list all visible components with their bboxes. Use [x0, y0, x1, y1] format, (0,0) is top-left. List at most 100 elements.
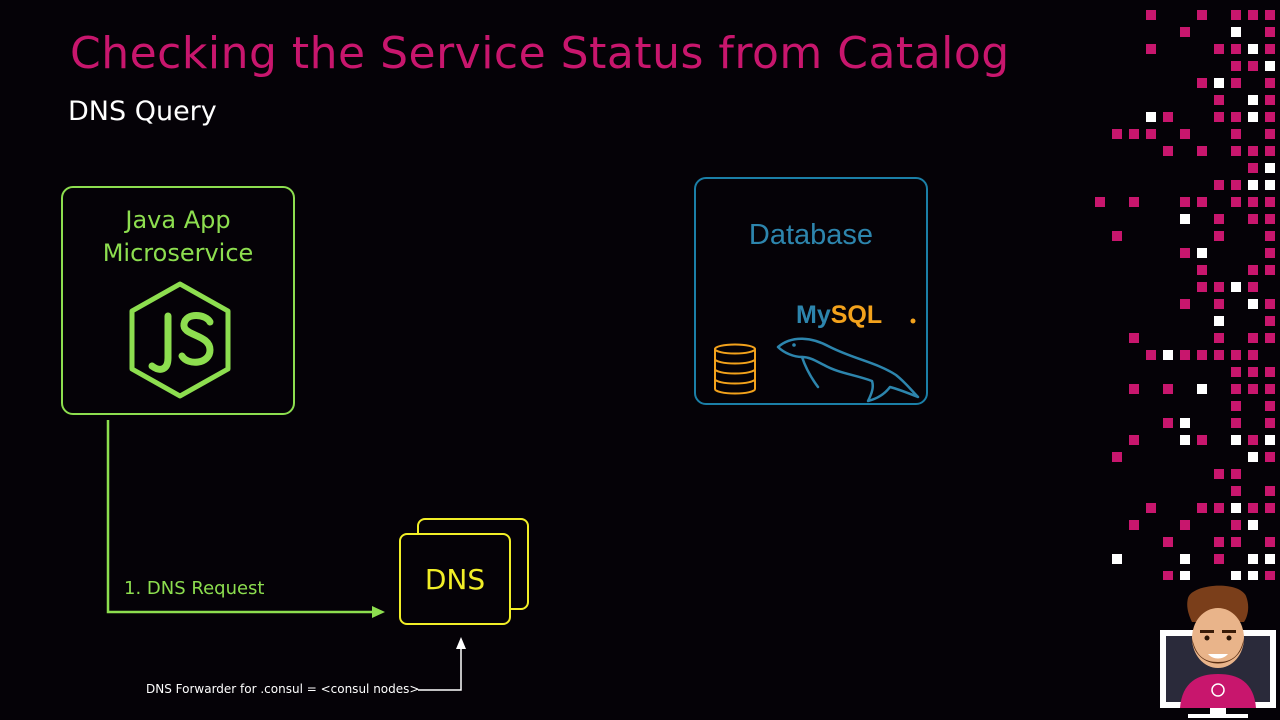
pixel-square — [1129, 520, 1139, 530]
pixel-square — [1265, 10, 1275, 20]
pixel-square — [1231, 401, 1241, 411]
pixel-square — [1129, 197, 1139, 207]
pixel-square — [1248, 571, 1258, 580]
pixel-square — [1180, 129, 1190, 139]
pixel-square — [1180, 214, 1190, 224]
pixel-square — [1248, 452, 1258, 462]
mysql-logo: MySQL — [776, 301, 920, 403]
pixel-square — [1231, 537, 1241, 547]
pixel-square — [1231, 520, 1241, 530]
pixel-square — [1248, 146, 1258, 156]
pixel-square — [1146, 503, 1156, 513]
pixel-square — [1265, 61, 1275, 71]
pixel-square — [1214, 299, 1224, 309]
dns-node: DNS — [399, 533, 511, 625]
pixel-square — [1180, 571, 1190, 580]
pixel-square — [1163, 384, 1173, 394]
pixel-square — [1231, 435, 1241, 445]
database-node: Database MySQL — [694, 177, 928, 405]
pixel-square — [1248, 384, 1258, 394]
pixel-square — [1214, 469, 1224, 479]
pixel-square — [1265, 129, 1275, 139]
presenter-avatar — [1160, 585, 1276, 718]
slide-subtitle: DNS Query — [68, 96, 217, 127]
pixel-square — [1265, 180, 1275, 190]
pixel-square — [1214, 231, 1224, 241]
pixel-square — [1214, 214, 1224, 224]
pixel-square — [1265, 265, 1275, 275]
pixel-square — [1265, 112, 1275, 122]
pixel-square — [1180, 197, 1190, 207]
pixel-square — [1180, 435, 1190, 445]
pixel-square — [1231, 571, 1241, 580]
pixel-square — [1265, 214, 1275, 224]
pixel-square — [1265, 163, 1275, 173]
pixel-square — [1214, 503, 1224, 513]
pixel-square — [1197, 10, 1207, 20]
pixel-square — [1129, 129, 1139, 139]
pixel-square — [1180, 248, 1190, 258]
pixel-square — [1265, 452, 1275, 462]
pixel-square — [1095, 197, 1105, 207]
pixel-square — [1265, 571, 1275, 580]
pixel-square — [1129, 435, 1139, 445]
pixel-square — [1214, 112, 1224, 122]
pixel-square — [1231, 180, 1241, 190]
pixel-square — [1180, 299, 1190, 309]
pixel-square — [1265, 78, 1275, 88]
pixel-square — [1265, 401, 1275, 411]
pixel-square — [1197, 435, 1207, 445]
pixel-square — [1163, 418, 1173, 428]
pixel-square — [1197, 384, 1207, 394]
pixel-square — [1129, 384, 1139, 394]
pixel-square — [1163, 537, 1173, 547]
pixel-square — [1197, 78, 1207, 88]
pixel-square — [1265, 503, 1275, 513]
pixel-square — [1180, 350, 1190, 360]
pixel-square — [1248, 299, 1258, 309]
pixel-square — [1265, 418, 1275, 428]
pixel-square — [1112, 231, 1122, 241]
pixel-square — [1265, 435, 1275, 445]
pixel-square — [1265, 248, 1275, 258]
database-icon — [714, 343, 756, 395]
pixel-square — [1248, 112, 1258, 122]
pixel-square — [1248, 44, 1258, 54]
dns-request-label: 1. DNS Request — [124, 578, 265, 599]
pixel-square — [1129, 333, 1139, 343]
pixel-square — [1265, 146, 1275, 156]
pixel-square — [1231, 469, 1241, 479]
pixel-square — [1231, 44, 1241, 54]
pixel-square — [1163, 350, 1173, 360]
pixel-square — [1214, 95, 1224, 105]
nodejs-icon — [129, 281, 231, 399]
pixel-square — [1248, 197, 1258, 207]
pixel-square — [1231, 384, 1241, 394]
pixel-square — [1231, 418, 1241, 428]
pixel-square — [1214, 180, 1224, 190]
pixel-square — [1248, 95, 1258, 105]
pixel-square — [1146, 350, 1156, 360]
pixel-square — [1265, 367, 1275, 377]
pixel-square — [1197, 503, 1207, 513]
pixel-square — [1214, 333, 1224, 343]
pixel-square — [1231, 61, 1241, 71]
pixel-square — [1265, 27, 1275, 37]
pixel-square — [1248, 554, 1258, 564]
pixel-square — [1231, 78, 1241, 88]
pixel-square — [1265, 44, 1275, 54]
dns-request-arrow — [106, 420, 385, 618]
pixel-square — [1214, 44, 1224, 54]
java-app-label: Java App Microservice — [63, 204, 293, 270]
pixel-square — [1248, 163, 1258, 173]
pixel-square — [1265, 299, 1275, 309]
pixel-square — [1146, 10, 1156, 20]
java-app-label-line1: Java App — [125, 206, 231, 234]
pixel-square — [1231, 503, 1241, 513]
pixel-square — [1248, 10, 1258, 20]
pixel-square — [1112, 554, 1122, 564]
pixel-square — [1231, 350, 1241, 360]
dns-label: DNS — [424, 562, 486, 596]
pixel-square — [1231, 112, 1241, 122]
